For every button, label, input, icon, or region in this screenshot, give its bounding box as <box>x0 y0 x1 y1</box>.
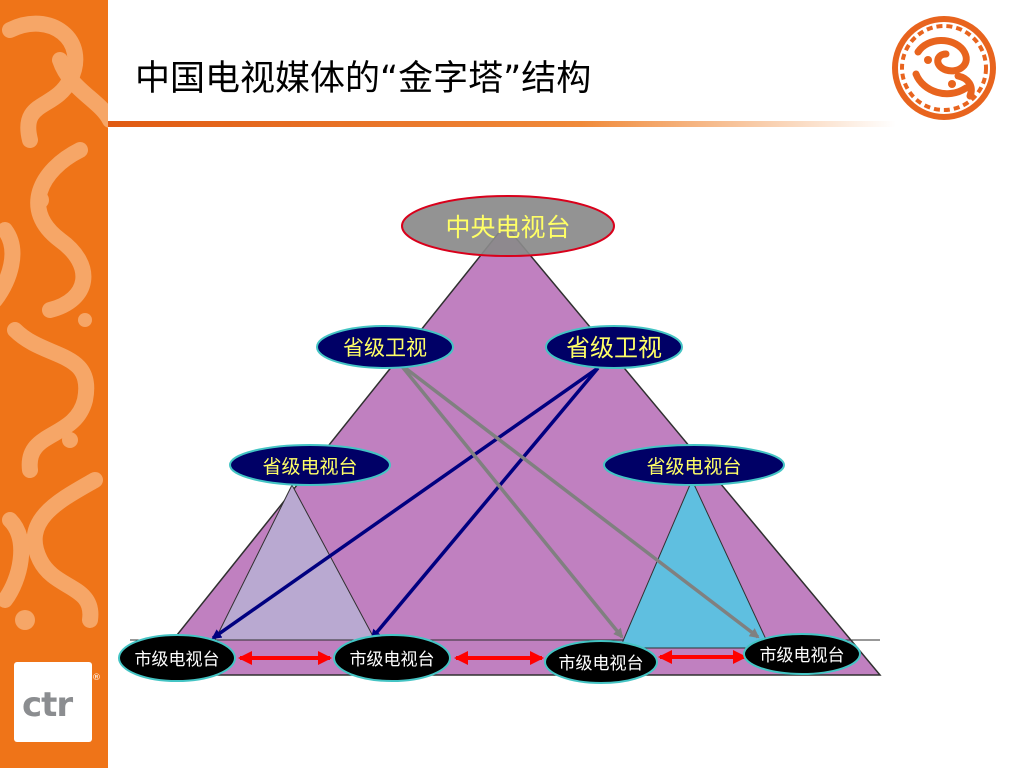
node-cctv: 中央电视台 <box>401 195 615 257</box>
registered-mark: ® <box>92 673 101 683</box>
node-city-1-label: 市级电视台 <box>135 650 220 670</box>
sidebar-decoration <box>0 0 108 768</box>
node-city-4: 市级电视台 <box>743 633 861 675</box>
ctr-logo: ctr <box>22 685 73 725</box>
node-satellite-left-label: 省级卫视 <box>343 336 427 360</box>
node-satellite-left: 省级卫视 <box>316 325 454 369</box>
node-city-2-label: 市级电视台 <box>350 650 435 670</box>
right-sub-pyramid <box>619 478 771 649</box>
node-city-3-label: 市级电视台 <box>559 654 644 674</box>
node-cctv-label: 中央电视台 <box>445 213 570 242</box>
page-title: 中国电视媒体的“金字塔”结构 <box>135 59 592 99</box>
node-satellite-right: 省级卫视 <box>545 325 683 369</box>
node-city-3: 市级电视台 <box>544 640 658 684</box>
dragon-seal-icon <box>892 16 996 120</box>
arrow-satellite-to-city-4 <box>398 362 760 639</box>
ctr-logo-box <box>14 662 92 742</box>
node-satellite-right-label: 省级卫视 <box>566 334 662 362</box>
arrow-satellite-to-city-3 <box>398 362 624 639</box>
node-city-4-label: 市级电视台 <box>760 646 845 666</box>
title-underline <box>108 121 896 127</box>
swirl-pattern-icon <box>0 15 108 630</box>
node-provincial-right-label: 省级电视台 <box>646 456 741 478</box>
left-sub-pyramid <box>214 483 376 641</box>
node-provincial-left: 省级电视台 <box>229 444 391 486</box>
node-provincial-right: 省级电视台 <box>603 444 785 486</box>
arrow-satellite-to-city-1 <box>211 366 600 640</box>
node-city-2: 市级电视台 <box>333 634 451 682</box>
node-provincial-left-label: 省级电视台 <box>262 456 357 478</box>
arrow-satellite-to-city-2 <box>370 366 600 640</box>
node-city-1: 市级电视台 <box>118 634 236 682</box>
